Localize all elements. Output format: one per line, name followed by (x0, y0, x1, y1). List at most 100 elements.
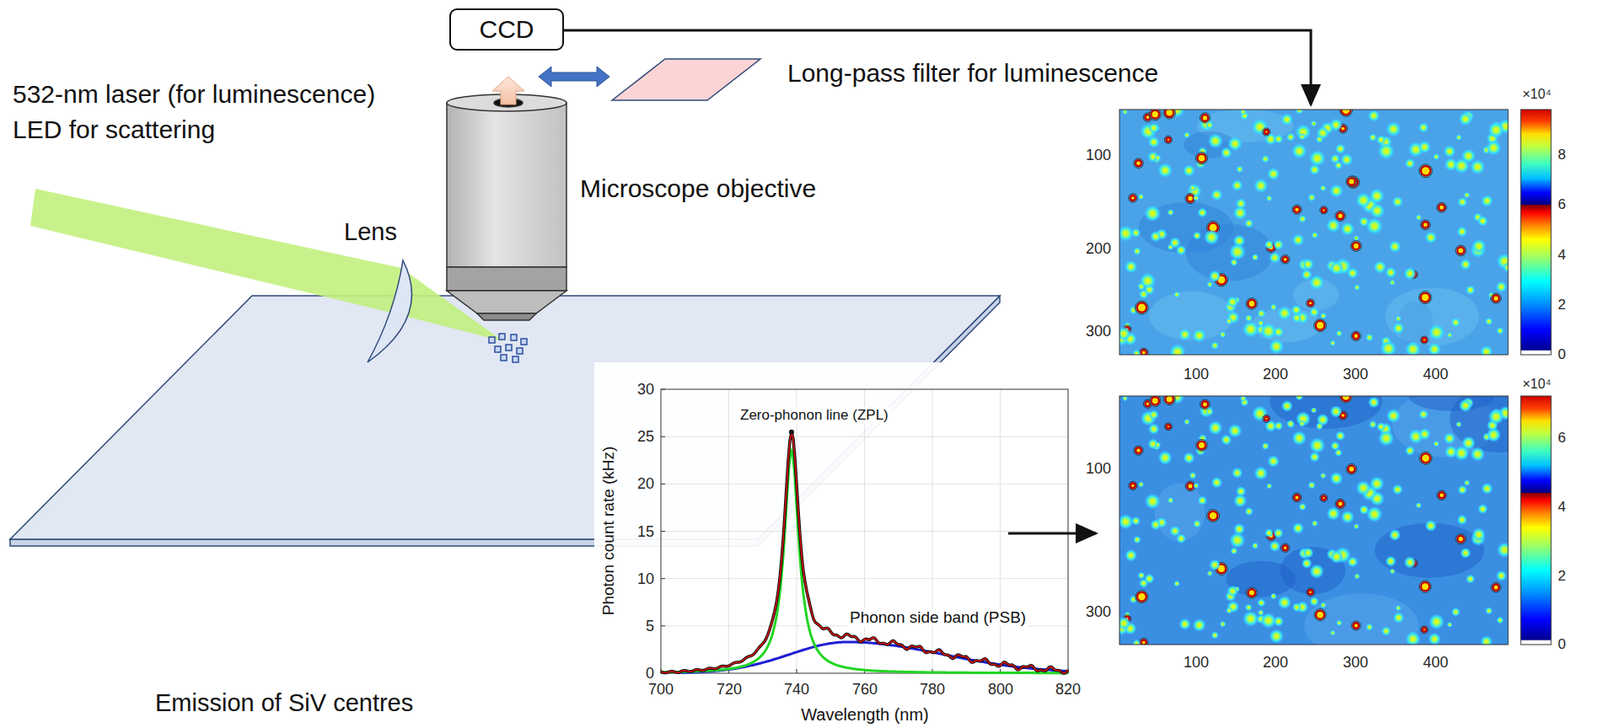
map-hot-spot (1492, 295, 1500, 302)
map-spot (1269, 628, 1284, 644)
map-spot (1182, 164, 1196, 178)
map-spot (1244, 219, 1254, 229)
map-spot (1298, 420, 1305, 428)
map-spot (1309, 596, 1319, 607)
map-spot (1316, 413, 1330, 427)
map-spot (1162, 109, 1177, 120)
map-spot (1503, 262, 1509, 273)
map-spot (1295, 396, 1305, 401)
map-spot (1148, 423, 1160, 435)
map-spot (1272, 326, 1284, 338)
map-spot (1329, 118, 1343, 131)
map-spot (1270, 593, 1278, 601)
map-spot (1261, 442, 1270, 451)
map-spot (1286, 419, 1295, 429)
microscope-objective (446, 94, 567, 321)
map-spot (1480, 345, 1493, 355)
map-spot (1235, 166, 1244, 174)
map-spot (1262, 128, 1270, 135)
map-spot (1229, 532, 1246, 549)
map-contour (1128, 193, 1138, 203)
map-spot (1315, 126, 1329, 140)
map-contour (1346, 176, 1358, 188)
map-hot-spot (1336, 212, 1344, 220)
map-contour (1135, 590, 1149, 604)
map-spot (1169, 343, 1187, 355)
scene-label: 532-nm laser (for luminescence) (12, 80, 376, 110)
map-hot-spot (1208, 511, 1219, 521)
map-spot (1266, 195, 1273, 202)
map-spot (1251, 118, 1268, 136)
map-spot (1415, 502, 1422, 509)
map-hot-spot (1202, 114, 1209, 122)
map-spot (1458, 112, 1472, 126)
map-frame (1119, 396, 1509, 645)
map-spot (1294, 109, 1304, 115)
map-spot (1443, 432, 1456, 445)
map-spot (1380, 626, 1391, 637)
map-spot (1310, 120, 1318, 128)
map-spot (1273, 616, 1284, 627)
map-ground (1119, 396, 1509, 645)
tick-mark (660, 578, 666, 580)
map-contour (1138, 638, 1149, 645)
map-spot (1291, 430, 1307, 446)
tick-label: 740 (783, 681, 810, 699)
map-spot (1143, 284, 1155, 296)
map-spot (1417, 289, 1434, 306)
map-spot (1330, 472, 1344, 486)
map-contour (1420, 626, 1429, 634)
grid-line (999, 389, 1001, 674)
map-spot (1353, 523, 1359, 530)
map-contour (1455, 534, 1466, 545)
map-spot (1162, 396, 1176, 407)
map-spot (1443, 144, 1456, 158)
map-hot-spot (1315, 611, 1325, 620)
map-spot (1457, 197, 1468, 208)
map-spot (1313, 607, 1328, 623)
peak-marker (789, 429, 795, 435)
map-spot (1192, 231, 1202, 241)
tick-label: 760 (852, 681, 878, 699)
map-spot (1309, 437, 1326, 454)
map-contour (1163, 109, 1176, 119)
map-spot (1454, 445, 1470, 462)
map-spot (1133, 299, 1151, 317)
map-contour (1195, 440, 1208, 452)
grid-line (728, 389, 730, 674)
tick-label: 100 (1183, 654, 1209, 672)
map-spot (1132, 536, 1141, 544)
map-spot (1335, 143, 1346, 154)
axis-title: Wavelength (nm) (800, 705, 929, 725)
map-contour (1418, 451, 1432, 465)
tick-label: 10 (637, 570, 655, 589)
map-contour (1134, 300, 1149, 315)
map-hot-spot (1186, 195, 1194, 203)
map-spot (1311, 231, 1319, 239)
map-spot (1388, 240, 1402, 253)
colorbar-scale: ×10⁴ (1522, 86, 1552, 103)
map-spot (1251, 253, 1259, 261)
map-hot-spot (1347, 177, 1356, 186)
map-spot (1320, 601, 1327, 609)
map-contour (1164, 423, 1172, 431)
map-contour (1420, 220, 1431, 231)
map-spot (1477, 215, 1489, 227)
map-spot (1334, 210, 1346, 222)
map-spot (1148, 396, 1162, 409)
map-spot (1124, 549, 1138, 563)
luminescence-map (1119, 109, 1509, 355)
map-spot (1495, 281, 1508, 294)
map-contour (1320, 206, 1328, 215)
map-spot (1256, 309, 1266, 318)
map-spot (1330, 630, 1337, 637)
map-spot (1208, 133, 1224, 149)
nanodiamonds (488, 333, 527, 363)
map-spot (1369, 187, 1385, 204)
map-spot (1351, 331, 1362, 342)
map-spot (1487, 121, 1505, 139)
nanodiamond (516, 348, 523, 355)
map-spot (1336, 620, 1343, 627)
map-hot-spot (1336, 500, 1343, 507)
map-hot-spot (1347, 466, 1355, 473)
